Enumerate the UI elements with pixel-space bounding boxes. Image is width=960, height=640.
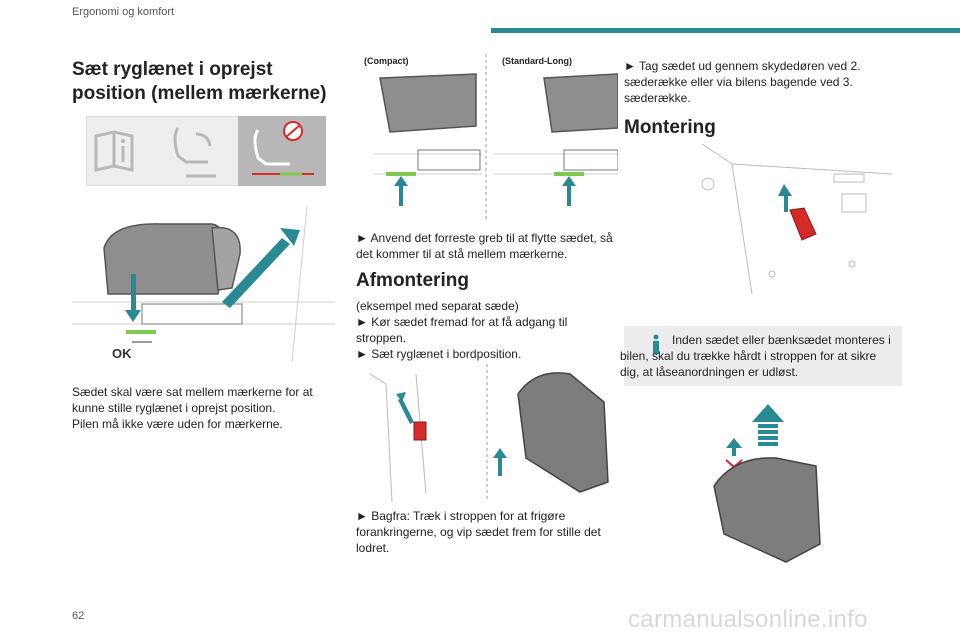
seat-recline-icon — [173, 127, 216, 178]
page-number: 62 — [72, 610, 85, 622]
section-heading-installation: Montering — [624, 117, 716, 138]
strap-release-step: ► Bagfra: Træk i stroppen for at frigøre… — [356, 509, 601, 555]
compact-label: (Compact) — [364, 56, 409, 66]
info-icon — [650, 334, 662, 354]
upright-description: Sædet skal være sat mellem mærkerne for … — [72, 384, 335, 432]
arrow-up-icon — [752, 404, 784, 446]
strap-pull-illustration — [704, 402, 830, 566]
info-note-box — [624, 326, 902, 386]
pictogram-strip — [86, 116, 326, 186]
ok-label: OK — [112, 346, 132, 361]
paragraph: Pilen må ikke være uden for mærkerne. — [72, 417, 283, 431]
watermark: carmanualsonline.info — [628, 606, 868, 633]
arrow-down-icon — [125, 274, 141, 322]
arrow-up-icon — [222, 228, 300, 308]
arrow-up-icon — [778, 184, 792, 212]
seat-no-recline-icon — [252, 129, 314, 176]
arrow-up-icon — [394, 176, 576, 206]
section-heading-removal: Afmontering — [356, 270, 469, 291]
removal-step: ► Kør sædet fremad for at få adgang til … — [356, 315, 568, 345]
removal-steps: (eksempel med separat sæde) ► Kør sædet … — [356, 298, 618, 362]
remove-seat-step: ► Tag sædet ud gennem skydedøren ved 2. … — [624, 59, 861, 105]
running-header: Ergonomi og komfort — [72, 6, 175, 18]
header-accent-bar — [491, 28, 960, 33]
info-note-text: Inden sædet eller bænksædet monteres i b… — [620, 333, 891, 379]
compact-standard-long-illustration: (Compact) (Standard-Long) — [354, 54, 618, 222]
small-arrow-icon — [726, 438, 742, 456]
manual-book-icon — [94, 130, 134, 172]
seat-upright-illustration: OK — [72, 202, 335, 370]
installation-illustration — [692, 144, 902, 294]
removal-step: ► Sæt ryglænet i bordposition. — [356, 347, 522, 361]
standard-long-label: (Standard-Long) — [502, 56, 572, 66]
removal-note: (eksempel med separat sæde) — [356, 299, 519, 313]
seat-drawing — [103, 223, 241, 295]
strap-release-illustration — [356, 364, 618, 502]
section-heading-upright: Sæt ryglænet i oprejst position (mellem … — [72, 59, 327, 104]
move-seat-step: ► Anvend det forreste greb til at flytte… — [356, 231, 613, 261]
paragraph: Sædet skal være sat mellem mærkerne for … — [72, 385, 313, 415]
prohibited-icon — [283, 121, 303, 141]
